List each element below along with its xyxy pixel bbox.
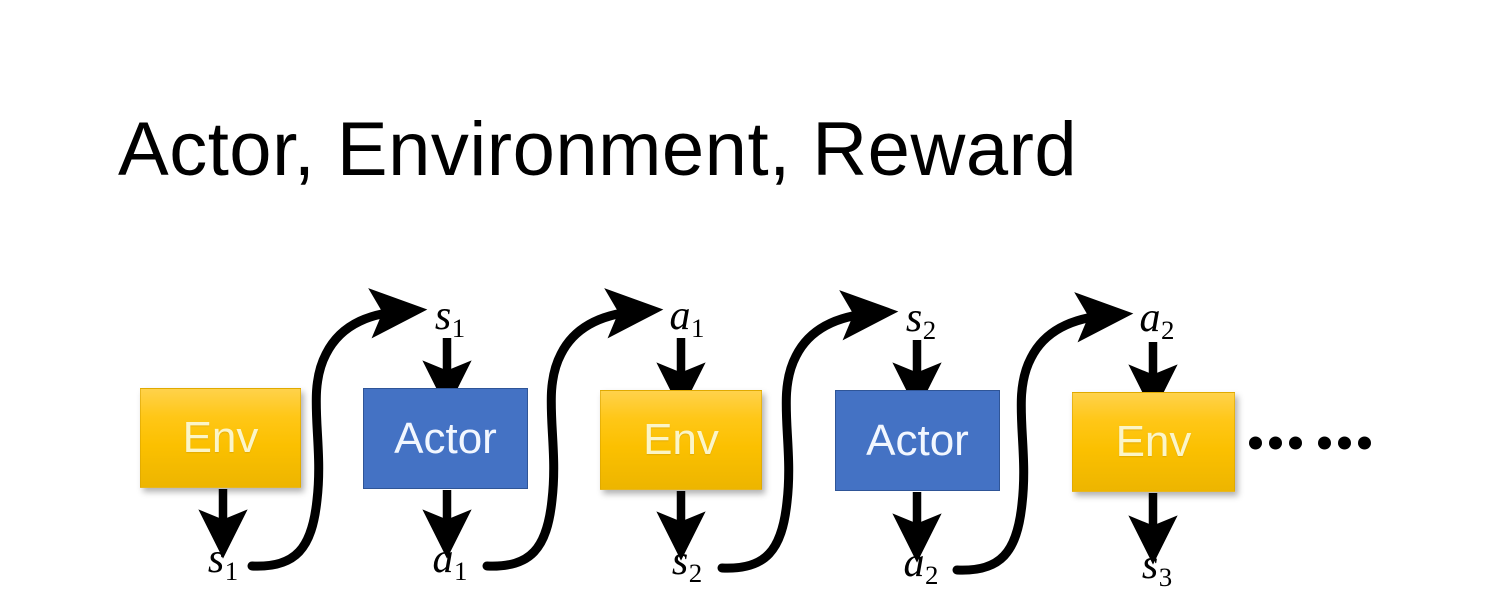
ellipsis-dot <box>1358 436 1371 450</box>
node-actor-1[interactable]: Actor <box>363 388 528 489</box>
node-env-3[interactable]: Env <box>1072 392 1235 492</box>
node-env-2[interactable]: Env <box>600 390 762 490</box>
ellipsis-dot <box>1318 436 1331 450</box>
label-base: a <box>432 535 454 582</box>
page-title: Actor, Environment, Reward <box>118 107 1078 192</box>
label-sub: 2 <box>925 559 939 590</box>
label-sub: 2 <box>922 314 937 345</box>
label-bottom-s1: s1 <box>208 538 238 584</box>
label-base: s <box>671 537 689 584</box>
node-label: Actor <box>394 413 497 463</box>
label-sub: 1 <box>451 312 466 343</box>
ellipsis-dot <box>1289 436 1302 450</box>
label-top-a2: a2 <box>1140 297 1175 343</box>
node-actor-2[interactable]: Actor <box>835 390 1000 491</box>
label-base: a <box>669 292 691 339</box>
ellipsis-dots <box>1249 436 1371 450</box>
node-label: Env <box>643 415 719 464</box>
label-top-s2: s2 <box>906 297 936 343</box>
ellipsis-dot <box>1249 436 1262 450</box>
label-sub: 1 <box>454 555 468 586</box>
node-label: Actor <box>866 415 969 465</box>
label-sub: 1 <box>224 555 239 586</box>
ellipsis-dot <box>1338 436 1351 450</box>
label-base: a <box>903 539 925 586</box>
label-base: s <box>1141 541 1159 588</box>
label-sub: 3 <box>1158 561 1173 592</box>
node-env-1[interactable]: Env <box>140 388 301 488</box>
label-base: s <box>207 535 225 582</box>
label-sub: 2 <box>1161 314 1175 345</box>
ellipsis-dot <box>1269 436 1282 450</box>
label-top-a1: a1 <box>670 295 705 341</box>
label-base: s <box>905 294 923 341</box>
label-base: a <box>1139 294 1161 341</box>
label-sub: 2 <box>688 557 703 588</box>
label-top-s1: s1 <box>435 295 465 341</box>
label-bottom-a1: a1 <box>433 538 468 584</box>
label-bottom-s3: s3 <box>1142 544 1172 590</box>
label-bottom-s2: s2 <box>672 540 702 586</box>
label-sub: 1 <box>691 312 705 343</box>
label-base: s <box>434 292 452 339</box>
node-label: Env <box>182 413 259 462</box>
label-bottom-a2: a2 <box>904 542 939 588</box>
node-label: Env <box>1115 417 1192 466</box>
